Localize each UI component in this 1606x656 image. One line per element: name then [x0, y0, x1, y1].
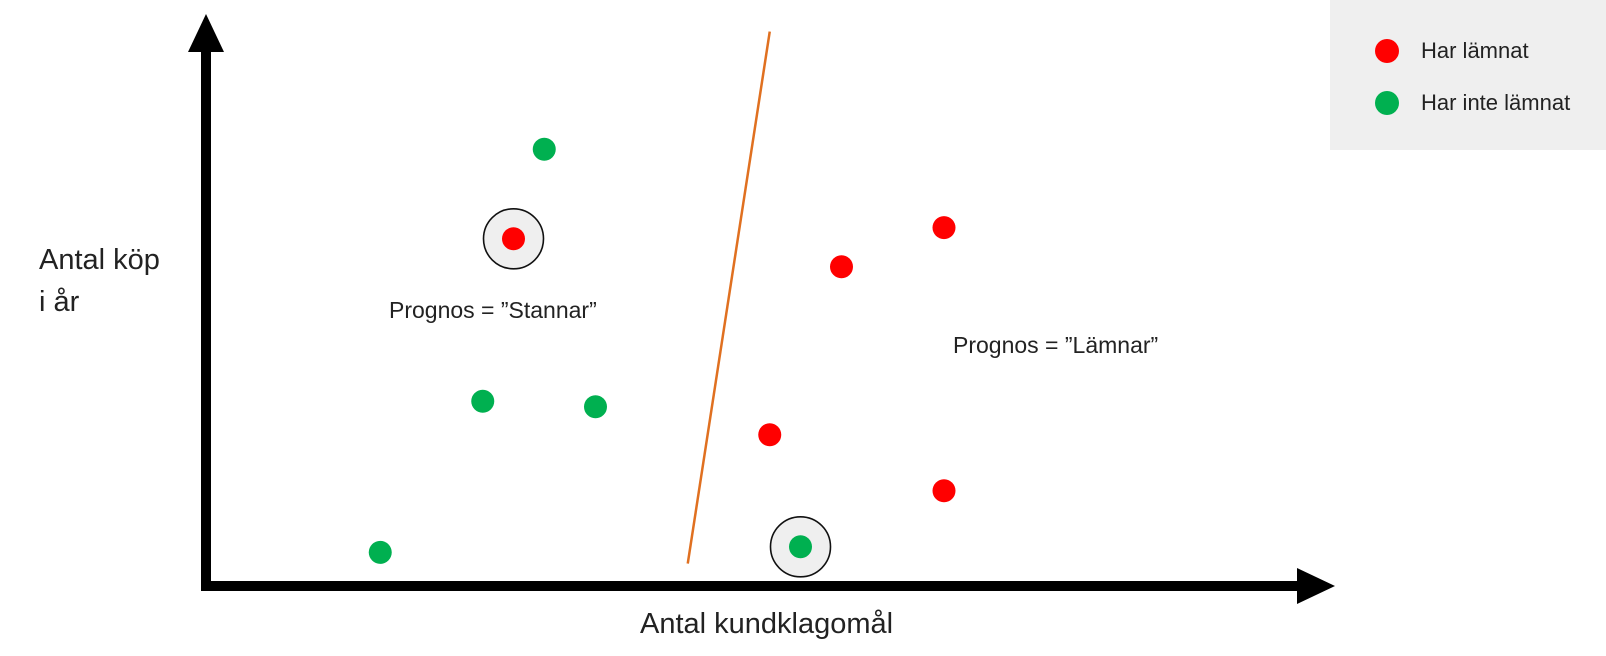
data-point-har-inte-lamnat: [532, 137, 556, 161]
data-point-har-lamnat: [502, 227, 525, 251]
y-axis-label-line-1: Antal köp: [39, 244, 160, 276]
decision-boundary-layer: [686, 31, 771, 564]
data-point-har-lamnat: [758, 423, 782, 447]
legend-label: Har inte lämnat: [1421, 90, 1571, 115]
data-point-har-inte-lamnat: [789, 535, 812, 559]
y-axis-arrowhead: [188, 14, 224, 52]
data-point-har-inte-lamnat: [471, 389, 495, 413]
data-point-har-lamnat: [830, 255, 853, 279]
data-point-har-inte-lamnat: [368, 540, 392, 564]
x-axis-arrowhead: [1297, 568, 1335, 604]
legend-marker-green: [1375, 91, 1399, 115]
annotation-prognos-stannar: Prognos = ”Stannar”: [389, 297, 597, 323]
annotation-prognos-lamnar: Prognos = ”Lämnar”: [953, 332, 1159, 358]
x-axis-label: Antal kundklagomål: [640, 608, 894, 640]
decision-boundary-line: [686, 31, 771, 564]
points-layer: [368, 137, 956, 578]
legend-entry-har-lamnat: Har lämnat: [1375, 36, 1529, 66]
legend-marker-red: [1375, 39, 1399, 63]
data-point-har-lamnat: [932, 479, 956, 503]
legend-label: Har lämnat: [1421, 38, 1529, 63]
data-point-har-lamnat: [932, 216, 956, 240]
y-axis-label-line-2: i år: [39, 286, 80, 318]
axes: [188, 14, 1335, 604]
legend-entry-har-inte-lamnat: Har inte lämnat: [1375, 88, 1570, 118]
legend: Har lämnat Har inte lämnat: [1330, 0, 1606, 150]
data-point-har-inte-lamnat: [584, 395, 607, 419]
